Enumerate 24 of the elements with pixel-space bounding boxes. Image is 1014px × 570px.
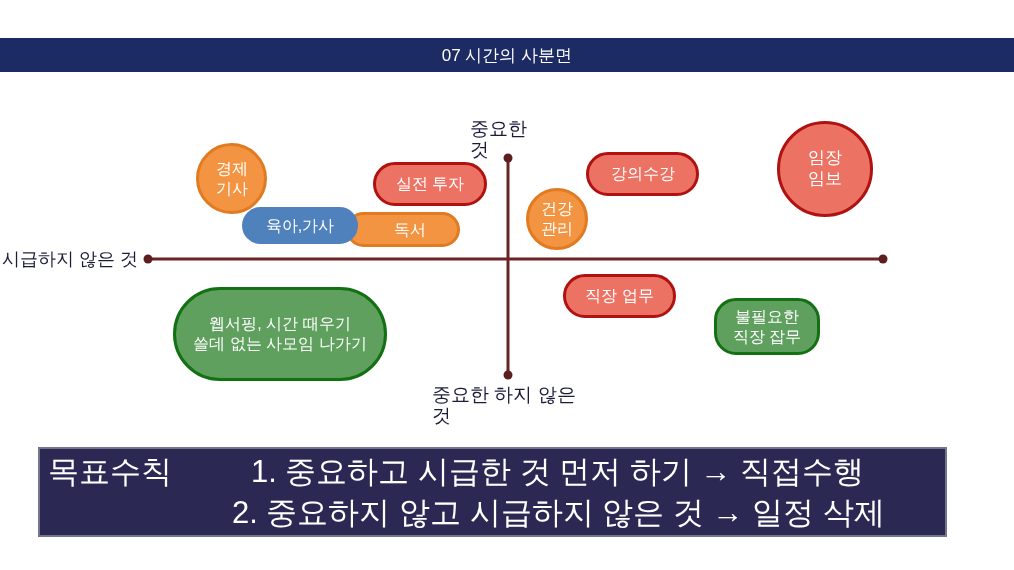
node-label: 육아,가사: [265, 215, 335, 236]
topic-pill: [586, 152, 699, 196]
node-label: 쓸데 없는 사모임 나가기: [193, 334, 367, 354]
node-label: 임장 임보: [807, 148, 843, 190]
topic-box: [714, 298, 820, 355]
node-label: 경제 기사: [214, 159, 249, 198]
title: 07 시간의 사분면: [441, 44, 573, 67]
node-label: 건강 관리: [540, 199, 574, 239]
axis-label: 중요한 하지 않은 것: [432, 384, 577, 426]
rule-text: 2. 중요하지 않고 시급하지 않은 것 → 일정 삭제: [232, 494, 885, 532]
node-label: 직장 업무: [585, 286, 654, 306]
panel-heading: 목표수칙: [48, 453, 172, 491]
node-label: 웹서핑, 시간 때우기: [209, 314, 351, 334]
topic-pill: [242, 207, 358, 244]
topic-pill: [563, 274, 676, 318]
axis-label: 시급하지 않은 것: [2, 249, 138, 270]
node-label: 실전 투자: [395, 174, 465, 194]
node-label: 강의수강: [610, 164, 675, 184]
rule-text: 1. 중요하고 시급한 것 먼저 하기 → 직접수행: [251, 453, 865, 491]
axis-label: 중요한 것: [470, 118, 528, 160]
node-label: 불필요한 직장 잡무: [731, 307, 803, 346]
node-label: 독서: [394, 219, 426, 240]
topic-pill: [373, 162, 487, 206]
rule-panel: [38, 447, 947, 537]
